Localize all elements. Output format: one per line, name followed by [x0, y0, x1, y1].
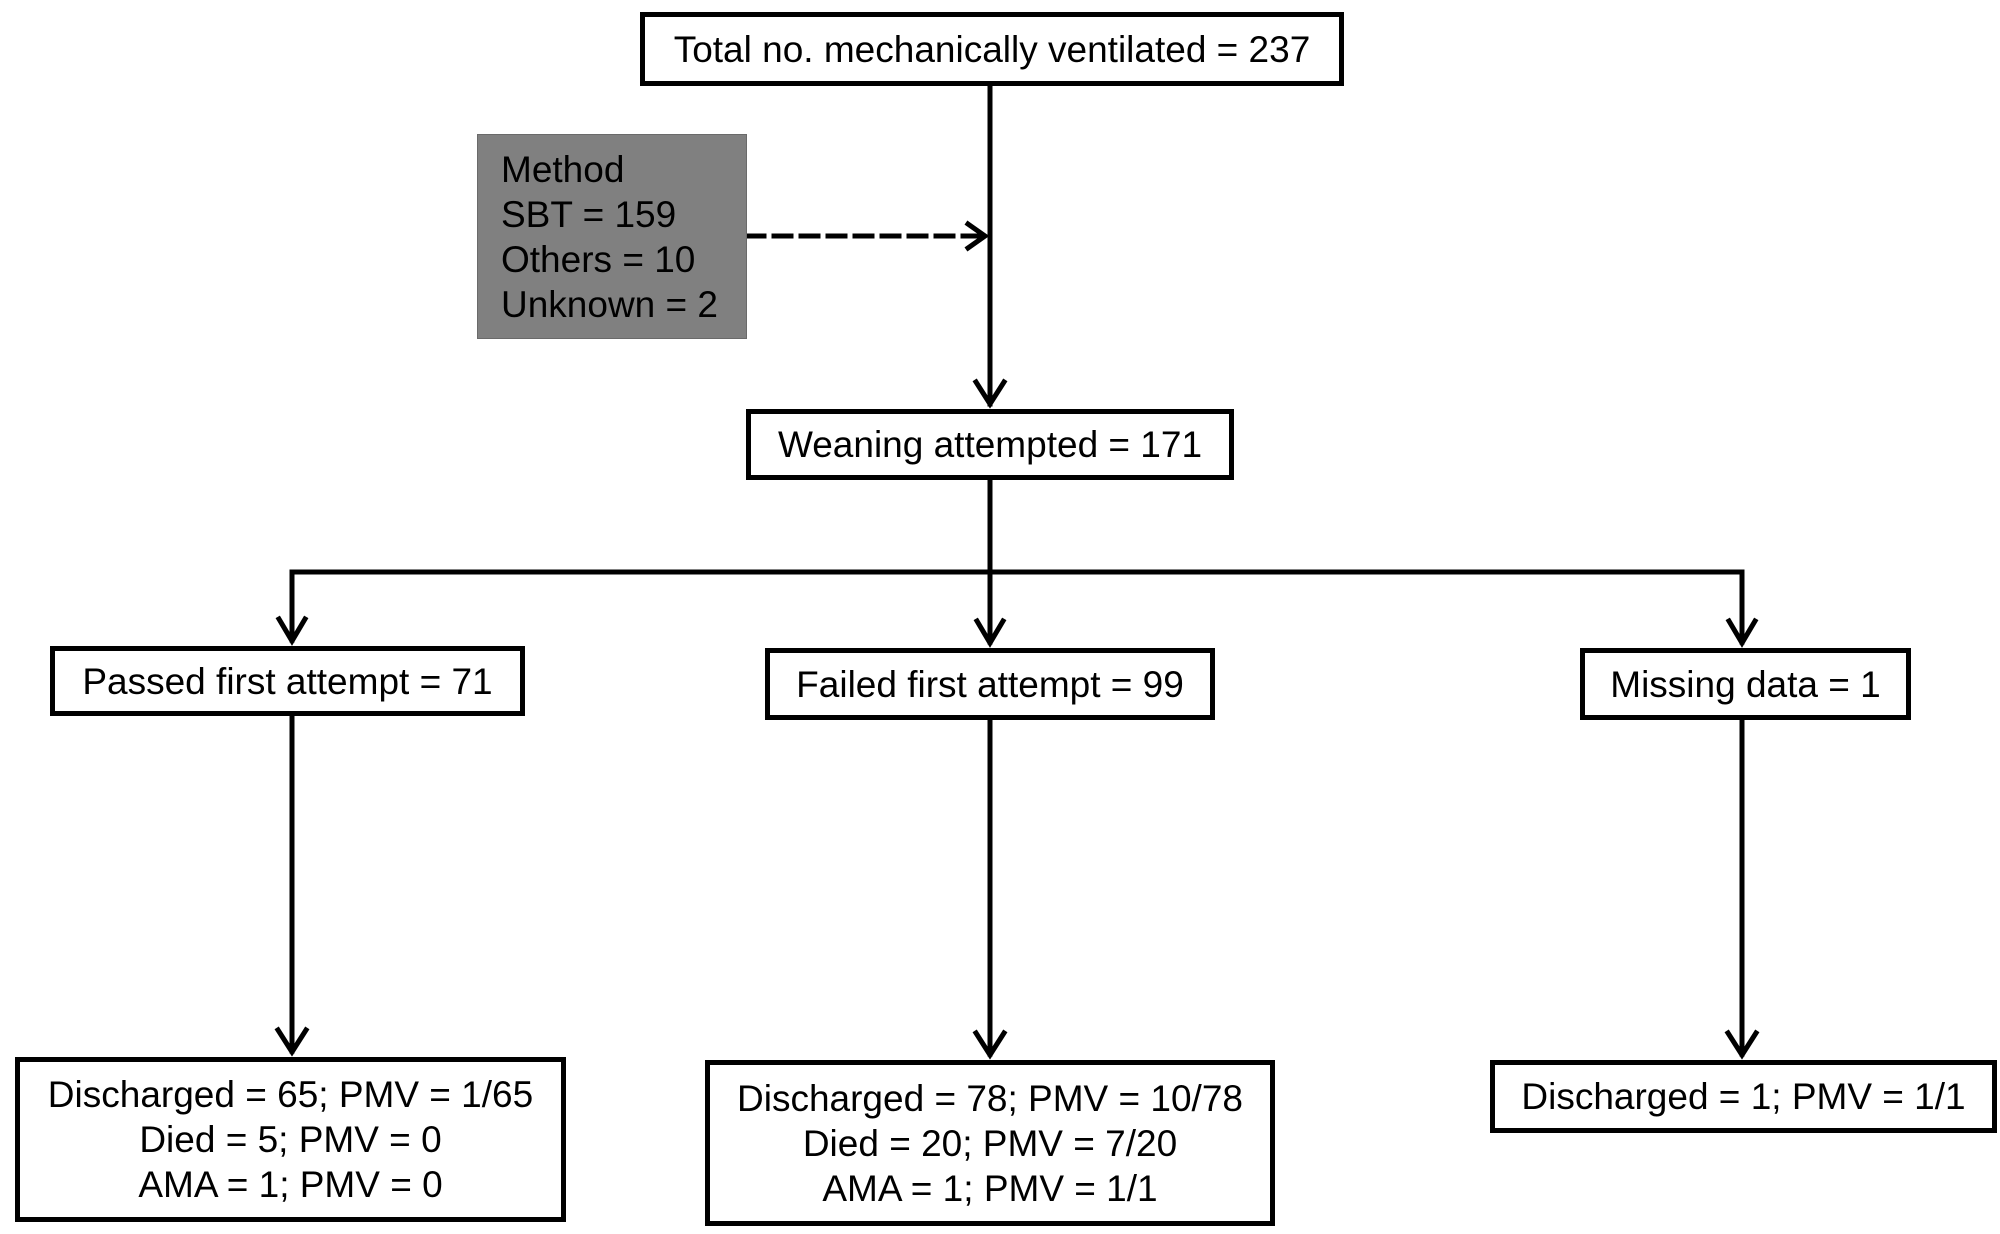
- method-unknown-count: Unknown = 2: [501, 283, 718, 325]
- weaning-method-box: Method SBT = 159 Others = 10 Unknown = 2: [477, 134, 747, 339]
- arrowhead-weaning: [972, 378, 1008, 409]
- failed-outcome-died: Died = 20; PMV = 7/20: [802, 1122, 1178, 1164]
- failed-outcome-ama: AMA = 1; PMV = 1/1: [822, 1167, 1158, 1209]
- failed-first-attempt-label: Failed first attempt = 99: [796, 663, 1184, 705]
- arrowhead-outcome-failed: [972, 1029, 1008, 1060]
- passed-outcome-ama: AMA = 1; PMV = 0: [138, 1164, 443, 1205]
- passed-first-attempt-box: Passed first attempt = 71: [50, 646, 525, 716]
- total-ventilated-box: Total no. mechanically ventilated = 237: [640, 12, 1344, 86]
- weaning-attempted-box: Weaning attempted = 171: [746, 409, 1234, 480]
- arrowhead-outcome-passed: [274, 1026, 310, 1057]
- missing-data-label: Missing data = 1: [1610, 663, 1881, 705]
- passed-first-attempt-label: Passed first attempt = 71: [82, 660, 493, 702]
- arrowhead-failed: [973, 617, 1007, 648]
- missing-outcome-discharged: Discharged = 1; PMV = 1/1: [1521, 1076, 1966, 1117]
- failed-outcome-box: Discharged = 78; PMV = 10/78 Died = 20; …: [705, 1060, 1275, 1226]
- passed-outcome-box: Discharged = 65; PMV = 1/65 Died = 5; PM…: [15, 1057, 566, 1222]
- missing-outcome-box: Discharged = 1; PMV = 1/1: [1490, 1060, 1997, 1133]
- total-ventilated-label: Total no. mechanically ventilated = 237: [673, 28, 1311, 70]
- method-others-count: Others = 10: [501, 238, 696, 280]
- failed-first-attempt-box: Failed first attempt = 99: [765, 648, 1215, 720]
- arrowhead-missing: [1725, 617, 1759, 648]
- method-sbt-count: SBT = 159: [501, 193, 677, 235]
- failed-outcome-discharged: Discharged = 78; PMV = 10/78: [737, 1077, 1243, 1119]
- arrowhead-passed: [275, 615, 309, 646]
- method-heading: Method: [501, 148, 625, 190]
- missing-data-box: Missing data = 1: [1580, 648, 1911, 720]
- arrowhead-outcome-missing: [1724, 1029, 1760, 1060]
- passed-outcome-discharged: Discharged = 65; PMV = 1/65: [47, 1074, 534, 1115]
- weaning-attempted-label: Weaning attempted = 171: [777, 424, 1203, 465]
- passed-outcome-died: Died = 5; PMV = 0: [139, 1119, 442, 1160]
- arrowhead-method: [964, 220, 990, 252]
